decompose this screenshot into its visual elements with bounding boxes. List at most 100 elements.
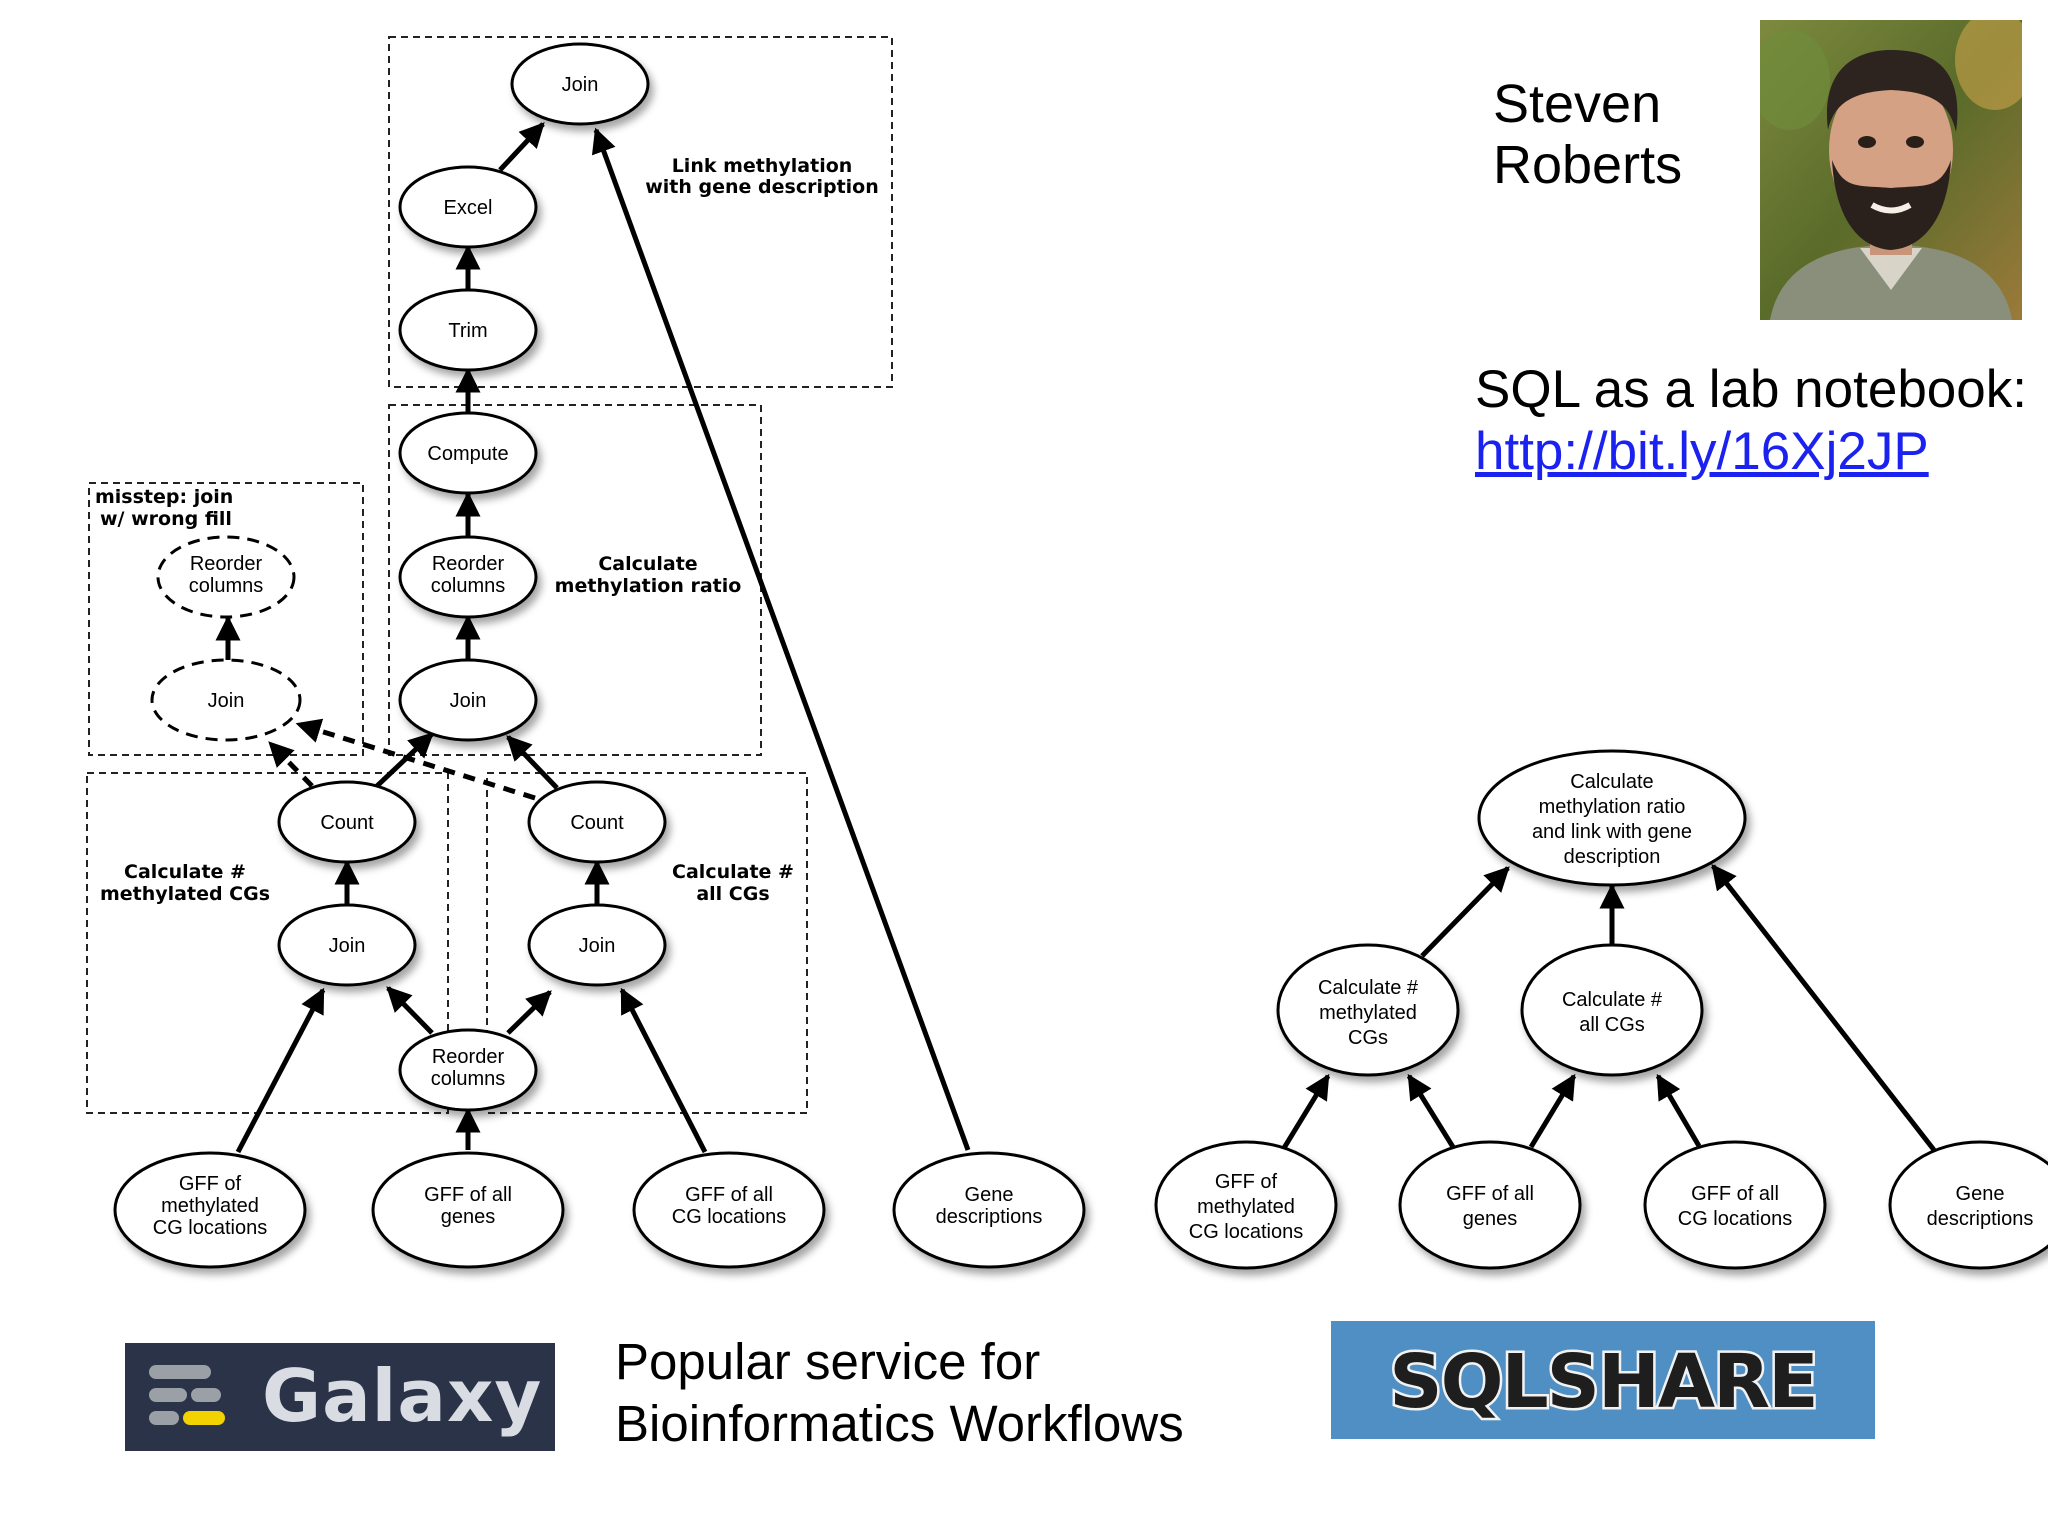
speaker-last-name: Roberts [1493, 135, 1683, 195]
sql-node-gff-all-cg [1643, 1140, 1827, 1270]
node-reorder-dashed-label-2: columns [189, 575, 263, 597]
sql-edge-methylated-top [1420, 866, 1510, 958]
galaxy-caption-line2: Bioinformatics Workflows [615, 1395, 1184, 1452]
node-gff-methylated-label-2: methylated [161, 1195, 259, 1217]
sql-node-calc-all-label: Calculate # [1562, 989, 1663, 1011]
node-excel [398, 165, 538, 249]
group-calc-ratio-label: Calculate [598, 553, 697, 575]
node-reorder-bottom [398, 1028, 538, 1112]
node-reorder-mid-label-2: columns [431, 575, 505, 597]
group-link-methylation-label: Link methylation [672, 155, 853, 177]
galaxy-bars-icon [149, 1365, 225, 1425]
node-trim [398, 288, 538, 372]
node-gff-methylated [113, 1151, 307, 1269]
node-gff-all-cg [632, 1151, 826, 1269]
sqlshare-logo-wordmark: SQLSHARE [1387, 1337, 1821, 1428]
sql-node-top-label-3: and link with gene [1532, 821, 1692, 843]
node-gff-methylated-label-3: CG locations [153, 1217, 268, 1239]
sql-node-gff-all-cg-label-2: CG locations [1678, 1208, 1793, 1230]
group-calc-methylated-label: Calculate # [124, 861, 246, 883]
node-reorder-bottom-label: Reorder [432, 1046, 505, 1068]
group-box-misstep [88, 482, 364, 756]
sql-node-gff-methylated-label: GFF of [1215, 1171, 1278, 1193]
node-join-right-label: Join [579, 935, 616, 957]
sql-node-gff-all-genes-label: GFF of all [1446, 1183, 1534, 1205]
sql-node-gff-methylated [1154, 1140, 1338, 1270]
edge-count-right-join [506, 735, 559, 790]
node-join-mid-label: Join [450, 690, 487, 712]
edge-reorder-join-right [506, 990, 552, 1035]
sql-node-gff-methylated-label-2: methylated [1197, 1196, 1295, 1218]
node-gff-all-cg-label: GFF of all [685, 1184, 773, 1206]
node-count-left [277, 780, 417, 864]
sqlshare-logo: SQLSHARE [1331, 1321, 1875, 1439]
sql-notebook-link[interactable]: http://bit.ly/16Xj2JP [1475, 422, 1929, 481]
node-reorder-mid-label: Reorder [432, 553, 505, 575]
sql-edge-genes-calc-meth [1406, 1073, 1456, 1149]
sql-node-calc-methylated-label-3: CGs [1348, 1027, 1388, 1049]
group-box-calc-methylated [86, 772, 449, 1114]
node-trim-label: Trim [448, 320, 487, 342]
node-gene-desc [892, 1151, 1086, 1269]
sql-node-calc-all-label-2: all CGs [1579, 1014, 1645, 1036]
sql-node-gene-desc-label-2: descriptions [1927, 1208, 2034, 1230]
group-box-link-methylation [388, 36, 893, 388]
group-calc-methylated-label-2: methylated CGs [100, 883, 270, 905]
sql-node-top-label: Calculate [1570, 771, 1653, 793]
sql-node-top [1477, 749, 1747, 887]
sql-node-gff-all-genes-label-2: genes [1463, 1208, 1518, 1230]
node-join-top-label: Join [562, 74, 599, 96]
node-reorder-bottom-label-2: columns [431, 1068, 505, 1090]
edge-excel-join [498, 122, 545, 172]
sql-node-gene-desc [1888, 1140, 2048, 1270]
edge-gff-cg-join [619, 987, 708, 1154]
node-count-right-label: Count [570, 812, 624, 834]
sql-node-gff-all-cg-label: GFF of all [1691, 1183, 1779, 1205]
sql-edge-genes-calc-all [1528, 1073, 1577, 1149]
node-gff-methylated-label: GFF of [179, 1173, 242, 1195]
node-join-left-label: Join [329, 935, 366, 957]
edge-count-left-join [375, 732, 434, 788]
galaxy-logo: Galaxy [125, 1343, 555, 1451]
node-join-mid [398, 658, 538, 742]
node-gff-all-genes [371, 1151, 565, 1269]
group-link-methylation-label-2: with gene description [645, 176, 879, 198]
galaxy-caption-line1: Popular service for [615, 1333, 1041, 1390]
node-join-top [510, 42, 650, 126]
node-compute-label: Compute [427, 443, 508, 465]
group-misstep-label: misstep: join [95, 486, 233, 508]
sql-node-calc-all [1520, 943, 1704, 1077]
node-reorder-dashed [156, 535, 296, 619]
group-misstep-label-2: w/ wrong fill [100, 508, 232, 530]
sql-node-gff-all-genes [1398, 1140, 1582, 1270]
node-join-dashed-label: Join [208, 690, 245, 712]
node-count-left-label: Count [320, 812, 374, 834]
sql-notebook-caption: SQL as a lab notebook: [1475, 360, 2027, 419]
group-calc-ratio-label-2: methylation ratio [555, 575, 742, 597]
speaker-first-name: Steven [1493, 74, 1662, 134]
sql-node-top-label-4: description [1564, 846, 1661, 868]
sql-node-calc-methylated-label: Calculate # [1318, 977, 1419, 999]
node-reorder-dashed-label: Reorder [190, 553, 263, 575]
node-count-right [527, 780, 667, 864]
node-compute [398, 411, 538, 495]
node-excel-label: Excel [444, 197, 493, 219]
node-gene-desc-label-2: descriptions [936, 1206, 1043, 1228]
node-gff-all-genes-label-2: genes [441, 1206, 496, 1228]
sql-node-top-label-2: methylation ratio [1539, 796, 1686, 818]
node-join-right [527, 903, 667, 987]
group-calc-all-label: Calculate # [672, 861, 794, 883]
sqlshare-logo-text: SQLSHARE [1389, 1339, 1816, 1425]
galaxy-logo-text: Galaxy [262, 1354, 543, 1438]
group-box-calc-all [486, 772, 808, 1114]
edge-gff-meth-join [235, 987, 326, 1154]
node-gene-desc-label: Gene [965, 1184, 1014, 1206]
sql-node-gene-desc-label: Gene [1956, 1183, 2005, 1205]
sql-node-gff-methylated-label-3: CG locations [1189, 1221, 1304, 1243]
sql-edge-gff-meth-calc [1281, 1073, 1331, 1150]
node-reorder-mid [398, 535, 538, 619]
group-calc-all-label-2: all CGs [696, 883, 769, 905]
sql-node-calc-methylated [1276, 943, 1460, 1077]
